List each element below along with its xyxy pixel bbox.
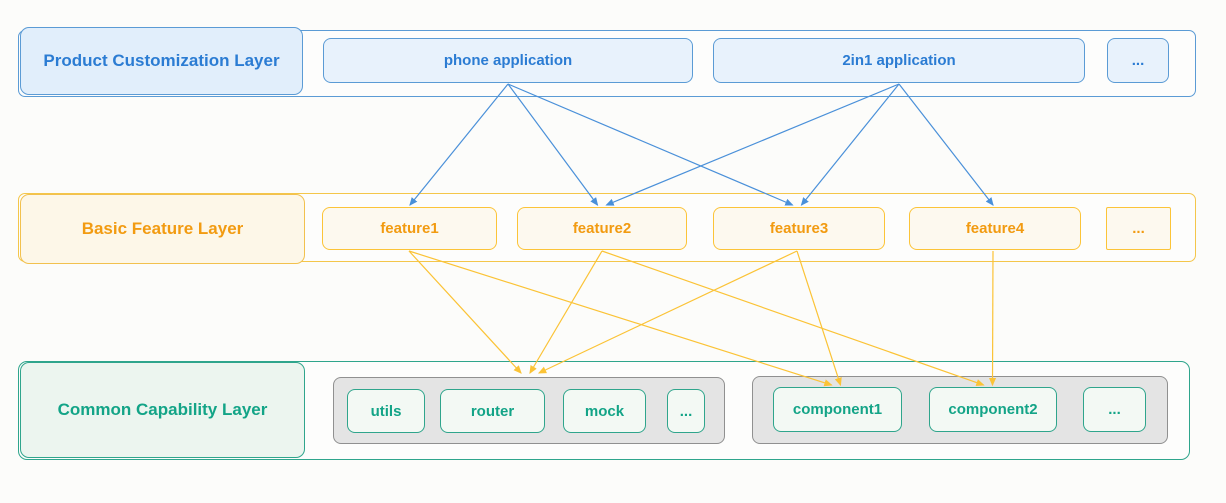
node-product-more: ... <box>1107 38 1169 83</box>
node-feature3: feature3 <box>713 207 885 250</box>
node-router: router <box>440 389 545 433</box>
feature-layer-label: Basic Feature Layer <box>20 194 305 264</box>
node-phone-application: phone application <box>323 38 693 83</box>
node-mock: mock <box>563 389 646 433</box>
node-feature4: feature4 <box>909 207 1081 250</box>
capability-layer-label: Common Capability Layer <box>20 362 305 458</box>
node-2in1-application: 2in1 application <box>713 38 1085 83</box>
node-feature2: feature2 <box>517 207 687 250</box>
node-component-more: ... <box>1083 387 1146 432</box>
node-utils: utils <box>347 389 425 433</box>
node-component2: component2 <box>929 387 1057 432</box>
node-utils-more: ... <box>667 389 705 433</box>
product-layer-label: Product Customization Layer <box>20 27 303 95</box>
node-feature1: feature1 <box>322 207 497 250</box>
node-component1: component1 <box>773 387 902 432</box>
node-feature-more: ... <box>1106 207 1171 250</box>
